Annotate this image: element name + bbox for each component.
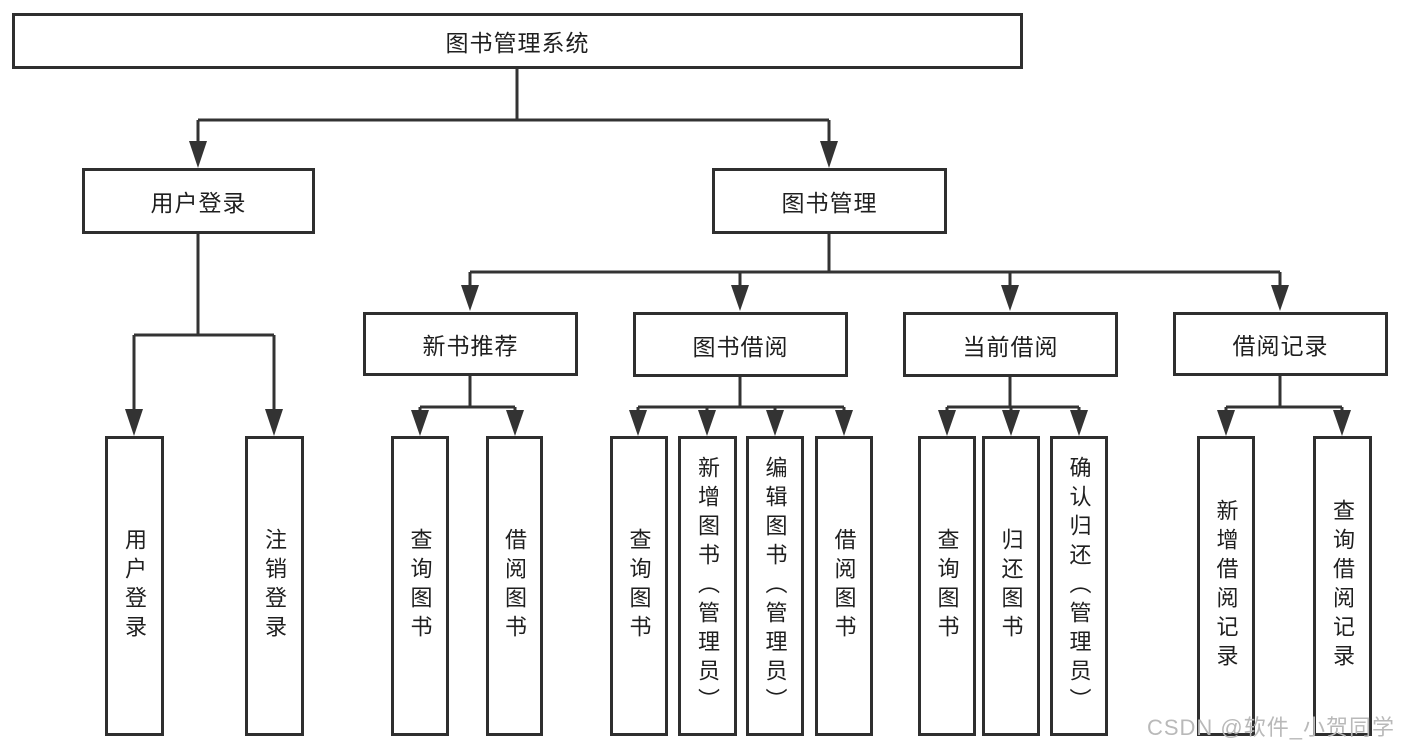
leaf-query-books-borrow-label: 查询图书 [626, 528, 652, 644]
leaf-add-book-admin: 新增图书（管理员） [678, 436, 737, 736]
node-new-book-recommend: 新书推荐 [363, 312, 578, 376]
leaf-user-login-label: 用户登录 [122, 528, 148, 644]
node-borrow-records-label: 借阅记录 [1232, 333, 1329, 359]
leaf-user-login: 用户登录 [105, 436, 164, 736]
leaf-confirm-return-admin-label: 确认归还（管理员） [1066, 455, 1092, 717]
node-new-book-recommend-label: 新书推荐 [422, 333, 519, 359]
leaf-add-borrow-record: 新增借阅记录 [1197, 436, 1255, 736]
leaf-add-book-admin-label: 新增图书（管理员） [695, 455, 721, 717]
node-book-management: 图书管理 [712, 168, 947, 234]
leaf-query-borrow-record-label: 查询借阅记录 [1330, 499, 1356, 673]
leaf-add-borrow-record-label: 新增借阅记录 [1213, 499, 1239, 673]
node-current-borrow: 当前借阅 [903, 312, 1118, 377]
leaf-borrow-books-recommend-label: 借阅图书 [502, 528, 528, 644]
leaf-return-book-label: 归还图书 [998, 528, 1024, 644]
node-book-borrow-label: 图书借阅 [692, 333, 789, 360]
leaf-query-borrow-record: 查询借阅记录 [1313, 436, 1372, 736]
leaf-query-books-borrow: 查询图书 [610, 436, 668, 736]
node-system-root: 图书管理系统 [12, 13, 1023, 69]
node-current-borrow-label: 当前借阅 [962, 333, 1059, 360]
leaf-query-books-current: 查询图书 [918, 436, 976, 736]
leaf-borrow-books-borrow: 借阅图书 [815, 436, 873, 736]
node-book-borrow: 图书借阅 [633, 312, 848, 377]
node-system-root-label: 图书管理系统 [445, 30, 590, 56]
node-user-login: 用户登录 [82, 168, 315, 234]
leaf-logout: 注销登录 [245, 436, 304, 736]
leaf-edit-book-admin-label: 编辑图书（管理员） [762, 455, 788, 717]
leaf-query-books-current-label: 查询图书 [934, 528, 960, 644]
leaf-logout-label: 注销登录 [262, 528, 288, 644]
leaf-borrow-books-recommend: 借阅图书 [486, 436, 543, 736]
leaf-edit-book-admin: 编辑图书（管理员） [746, 436, 804, 736]
leaf-borrow-books-borrow-label: 借阅图书 [831, 528, 857, 644]
leaf-query-books-recommend-label: 查询图书 [407, 528, 433, 644]
leaf-confirm-return-admin: 确认归还（管理员） [1050, 436, 1108, 736]
node-borrow-records: 借阅记录 [1173, 312, 1388, 376]
leaf-query-books-recommend: 查询图书 [391, 436, 449, 736]
node-user-login-label: 用户登录 [150, 190, 247, 216]
leaf-return-book: 归还图书 [982, 436, 1040, 736]
node-book-management-label: 图书管理 [781, 190, 878, 216]
